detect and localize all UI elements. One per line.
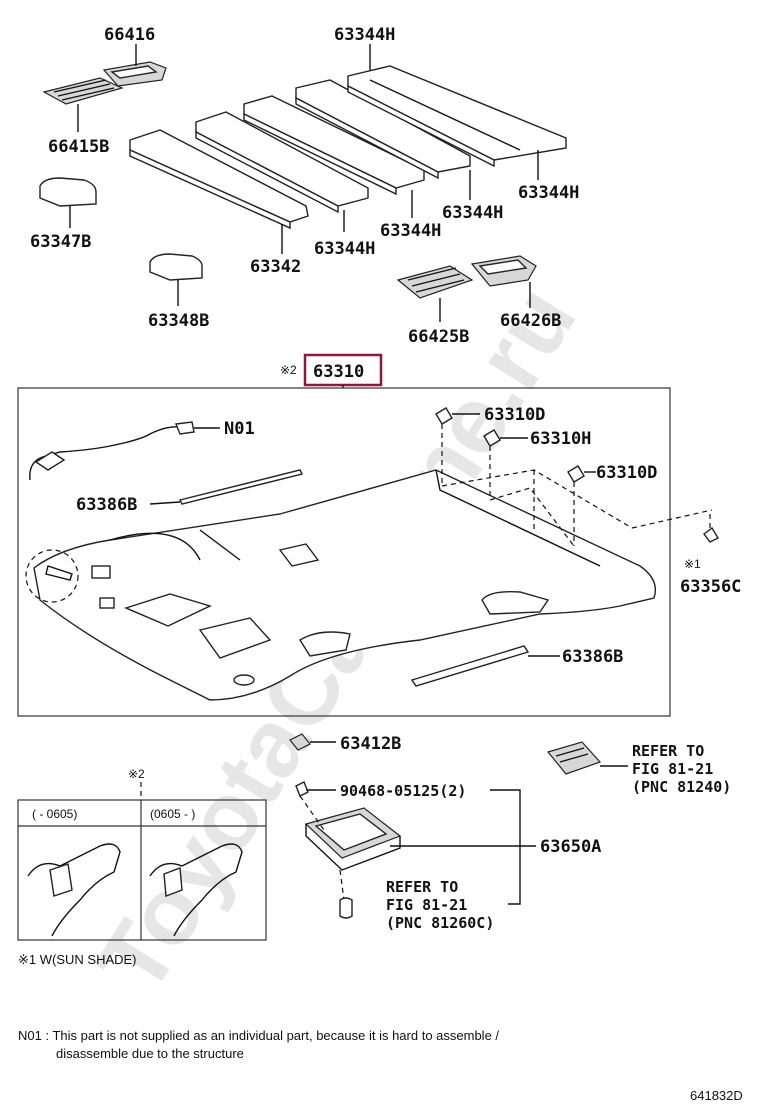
clip-63356C <box>703 526 719 543</box>
label-63356C: 63356C <box>680 577 741 597</box>
bulb-81260C <box>339 897 353 919</box>
bracket-66416 <box>102 61 167 87</box>
clip-63412B <box>289 733 311 751</box>
ref1-line3: (PNC 81240) <box>632 778 731 796</box>
label-66426B: 66426B <box>500 311 561 331</box>
label-63348B: 63348B <box>148 311 209 331</box>
trim-63386B-top <box>178 469 304 505</box>
label-63347B: 63347B <box>30 232 91 252</box>
label-63344H-r1: 63344H <box>518 183 579 203</box>
mark-63356C: ※1 <box>684 557 701 571</box>
pad-63348B <box>149 253 203 281</box>
clip-63310D-b <box>567 465 585 483</box>
panel-63344H-4 <box>347 65 567 168</box>
panel-63344H-2 <box>243 95 425 196</box>
label-66415B: 66415B <box>48 137 109 157</box>
label-63386B-b: 63386B <box>562 647 623 667</box>
label-63344H-top: 63344H <box>334 25 395 45</box>
mark-63310: ※2 <box>280 363 297 377</box>
bracket-66426B <box>470 255 537 287</box>
label-63310D-a: 63310D <box>484 405 545 425</box>
panel-63342 <box>129 129 309 230</box>
inset-col2-header: (0605 - ) <box>150 807 195 821</box>
console-63650A <box>304 807 402 871</box>
inset-col1-header: ( - 0605) <box>32 807 77 821</box>
trim-63386B-bottom <box>410 645 530 687</box>
clip-63310H <box>483 429 501 447</box>
footnote-n01-line1: N01 : This part is not supplied as an in… <box>18 1028 499 1043</box>
label-63310[interactable]: 63310 <box>313 362 364 382</box>
headliner-frame <box>17 387 671 717</box>
footnote-sunshade: ※1 W(SUN SHADE) <box>18 952 137 967</box>
grille-66425B <box>396 265 474 299</box>
label-63310D-b: 63310D <box>596 463 657 483</box>
label-63412B: 63412B <box>340 734 401 754</box>
diagram-id: 641832D <box>690 1088 743 1103</box>
grille-66415B <box>42 77 124 105</box>
headliner-63310 <box>33 469 657 701</box>
ref2-line1: REFER TO <box>386 878 458 896</box>
label-63344H-r4: 63344H <box>314 239 375 259</box>
label-63342: 63342 <box>250 257 301 277</box>
ref2-line3: (PNC 81260C) <box>386 914 494 932</box>
label-66425B: 66425B <box>408 327 469 347</box>
panel-63344H-1 <box>195 111 369 214</box>
callout-circle-sunshade <box>25 549 79 603</box>
label-90468: 90468-05125(2) <box>340 782 466 800</box>
panel-63344H-3 <box>295 79 471 180</box>
clip-63310D-a <box>435 407 453 425</box>
label-63310H: 63310H <box>530 429 591 449</box>
label-63386B-a: 63386B <box>76 495 137 515</box>
ref1-line1: REFER TO <box>632 742 704 760</box>
label-66416: 66416 <box>104 25 155 45</box>
ref2-line2: FIG 81-21 <box>386 896 467 914</box>
ref1-line2: FIG 81-21 <box>632 760 713 778</box>
label-63344H-r2: 63344H <box>442 203 503 223</box>
lamp-81240 <box>546 741 602 775</box>
screw-90468 <box>295 781 309 797</box>
footnote-n01-line2: disassemble due to the structure <box>56 1046 244 1061</box>
pad-63347B <box>39 177 97 207</box>
cable-N01 <box>29 421 195 481</box>
label-63650A: 63650A <box>540 837 601 857</box>
label-63344H-r3: 63344H <box>380 221 441 241</box>
inset-table: ( - 0605) (0605 - ) <box>17 799 267 941</box>
inset-mark: ※2 <box>128 767 145 781</box>
label-N01: N01 <box>224 419 255 439</box>
